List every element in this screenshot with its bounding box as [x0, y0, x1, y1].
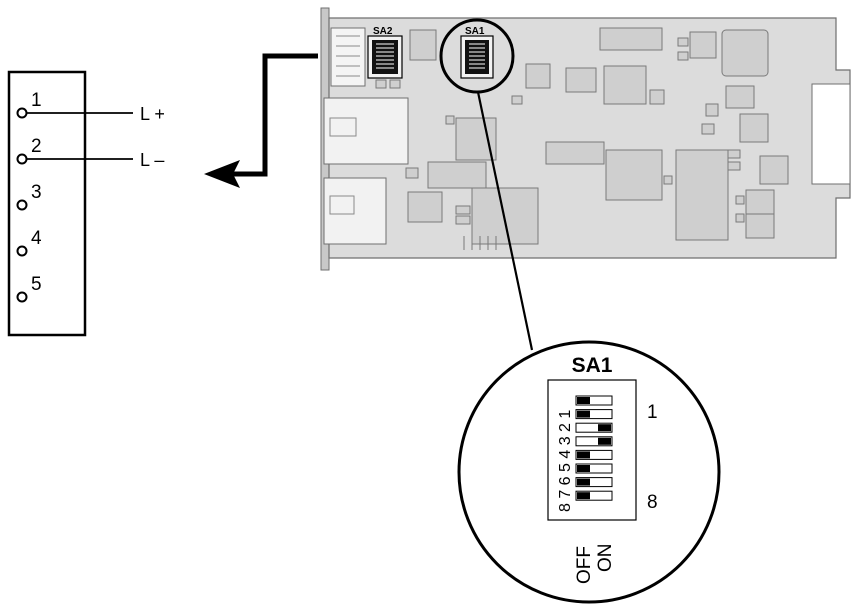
switch-5-lever	[577, 451, 590, 459]
dip-switch-sa2: SA2	[367, 26, 403, 79]
terminal-pin-3-label: 3	[31, 182, 42, 203]
switch-1-slot	[575, 395, 613, 406]
terminal-pin-4-label: 4	[31, 228, 42, 249]
sa2-label: SA2	[373, 26, 393, 37]
switch-8-slot	[575, 490, 613, 501]
terminal-pins: 1 2 3 4 5	[16, 90, 42, 303]
zoom-on-label: ON	[595, 544, 616, 573]
zoom-title: SA1	[572, 354, 613, 377]
switch-7-slot	[575, 477, 613, 488]
switch-2-lever	[577, 410, 590, 418]
dip-switch-sa1: SA1	[460, 26, 494, 79]
pcb-board: SA2 SA1	[320, 7, 851, 271]
terminal-pin-2-label: 2	[31, 136, 42, 157]
terminal-block: 1 2 3 4 5	[7, 70, 87, 337]
sa1-label: SA1	[465, 26, 485, 37]
switch-5-slot	[575, 449, 613, 460]
board-edge-tab	[811, 83, 851, 185]
switch-2-slot	[575, 409, 613, 420]
switch-7-lever	[577, 478, 590, 486]
sa1-highlight-circle	[439, 18, 515, 94]
zoom-off-label: OFF	[574, 546, 595, 584]
terminal-connector	[330, 27, 366, 87]
switch-6-slot	[575, 463, 613, 474]
zoom-number-top: 1	[647, 402, 658, 423]
switch-8-lever	[577, 492, 590, 500]
zoom-switch-rows	[575, 395, 613, 501]
terminal-pin-5	[16, 291, 28, 303]
wire-l-plus-label: L +	[140, 104, 165, 124]
header-pins	[463, 236, 497, 250]
switch-4-slot	[575, 436, 613, 447]
switch-1-lever	[577, 397, 590, 404]
rj45-port-lower	[323, 177, 387, 245]
terminal-pin-1-label: 1	[31, 90, 42, 111]
terminal-pin-1	[16, 107, 28, 119]
terminal-pin-4	[16, 245, 28, 257]
zoom-side-numbers: 8 7 6 5 4 3 2 1	[557, 410, 574, 512]
zoom-number-bottom: 8	[647, 492, 658, 513]
rj45-port-upper	[323, 97, 409, 165]
connection-arrow	[204, 53, 318, 188]
arrow-head	[204, 160, 240, 188]
board-components	[375, 27, 789, 245]
terminal-pin-3	[16, 199, 28, 211]
terminal-pin-5-label: 5	[31, 274, 42, 295]
wire-l-minus-label: L –	[140, 150, 164, 170]
switch-3-lever	[598, 424, 611, 432]
switch-3-slot	[575, 422, 613, 433]
zoom-leader-line	[476, 91, 534, 351]
switch-4-lever	[598, 437, 611, 445]
switch-6-lever	[577, 465, 590, 472]
terminal-pin-2	[16, 153, 28, 165]
sa1-zoom-view: SA1 8 7 6 5 4 3 2 1 1 8 OFF ON	[457, 340, 721, 604]
